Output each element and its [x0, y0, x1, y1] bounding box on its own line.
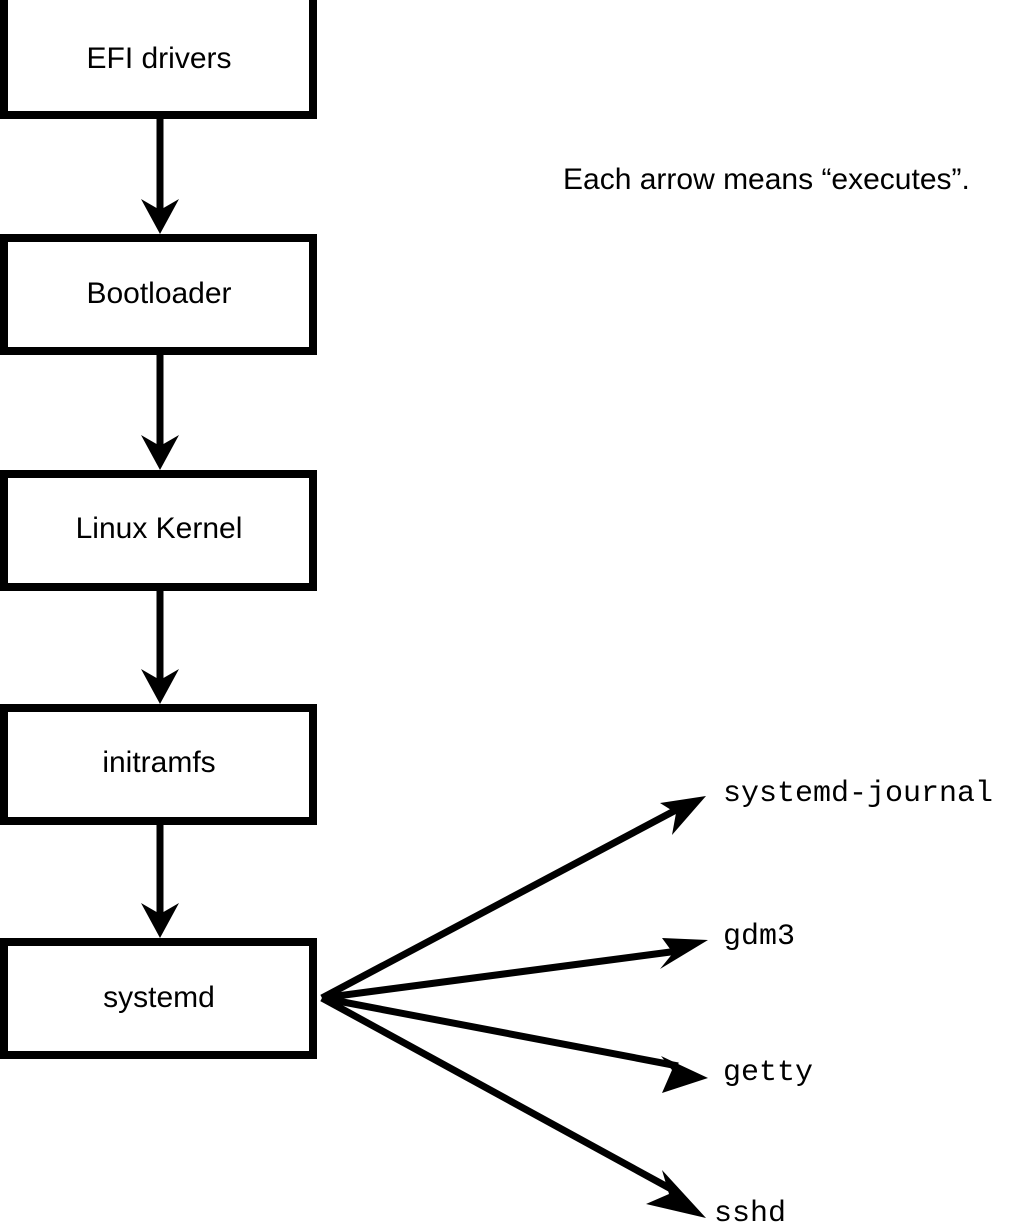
stage-label: Linux Kernel	[76, 512, 243, 545]
legend-note: Each arrow means “executes”.	[563, 163, 970, 196]
flow-arrow-3-to-4	[141, 824, 179, 938]
stage-box-rect	[0, 470, 317, 591]
stage-box-rect	[0, 938, 317, 1059]
arrow-head-down-icon	[141, 199, 179, 234]
stage-label: EFI drivers	[86, 42, 231, 75]
stage-box-rect	[0, 704, 317, 825]
stage-box-rect	[0, 0, 317, 119]
service-label-systemd-journal: systemd-journal	[723, 777, 993, 811]
service-arrow-1	[321, 938, 708, 1002]
service-arrow-3	[320, 994, 706, 1218]
stage-node-3[interactable]: initramfs	[0, 704, 317, 825]
service-arrow-shaft	[320, 994, 675, 1194]
service-arrow-shaft	[321, 994, 679, 1070]
flow-arrow-1-to-2	[141, 355, 179, 470]
service-label-gdm3: gdm3	[723, 920, 795, 954]
stage-node-4[interactable]: systemd	[0, 938, 317, 1059]
stage-node-0[interactable]: EFI drivers	[0, 0, 317, 119]
stage-label: Bootloader	[86, 277, 231, 310]
stage-box-rect	[0, 234, 317, 355]
arrow-head-down-icon	[141, 669, 179, 704]
service-label-getty: getty	[723, 1056, 813, 1090]
arrow-head-up-right-icon	[660, 796, 706, 835]
service-arrow-shaft	[321, 947, 679, 1002]
service-arrow-shaft	[320, 806, 678, 1002]
arrow-head-right-icon	[660, 938, 708, 969]
stage-label: initramfs	[102, 746, 215, 779]
flow-arrow-2-to-3	[141, 589, 179, 704]
stage-label: systemd	[103, 981, 215, 1014]
arrow-head-down-right-icon	[661, 1056, 708, 1093]
stage-node-2[interactable]: Linux Kernel	[0, 470, 317, 591]
arrow-head-down-icon	[141, 435, 179, 470]
arrow-head-down-icon	[141, 903, 179, 938]
flow-arrow-0-to-1	[141, 119, 179, 234]
service-arrow-2	[321, 994, 708, 1093]
arrow-head-down-right-icon	[646, 1170, 706, 1218]
stage-node-1[interactable]: Bootloader	[0, 234, 317, 355]
service-arrow-0	[320, 796, 706, 1002]
service-label-sshd: sshd	[714, 1197, 786, 1230]
